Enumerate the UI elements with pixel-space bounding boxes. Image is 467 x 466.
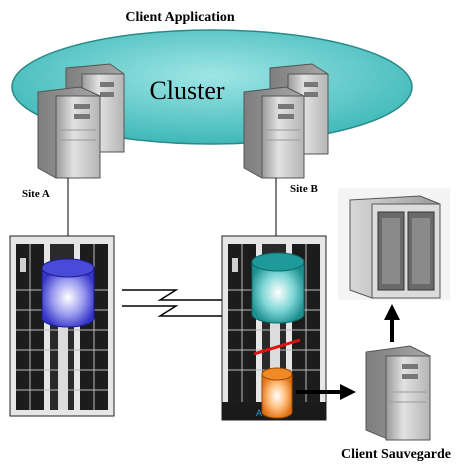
site-a-volume-icon [41,258,95,328]
diagram-title: Client Application [125,10,235,25]
volume-marker-label: A [256,408,262,418]
backup-volume-icon [261,367,293,419]
site-b-volume-icon [251,252,305,324]
arrow-up-icon [384,304,400,342]
split-line [253,338,301,356]
site-a-label: Site A [22,188,50,200]
tape-library-icon [338,188,450,300]
backup-client-label: Client Sauvegarde [341,447,451,462]
site-b-label: Site B [290,183,318,195]
site-b-storage-array-icon [221,235,327,421]
site-b-server-front-icon [243,86,305,179]
cluster-label: Cluster [149,76,224,105]
arrow-right-icon [296,384,356,400]
site-a-server-front-icon [37,86,101,179]
lightning-link-icon [122,289,222,317]
backup-client-server-icon [365,345,431,441]
